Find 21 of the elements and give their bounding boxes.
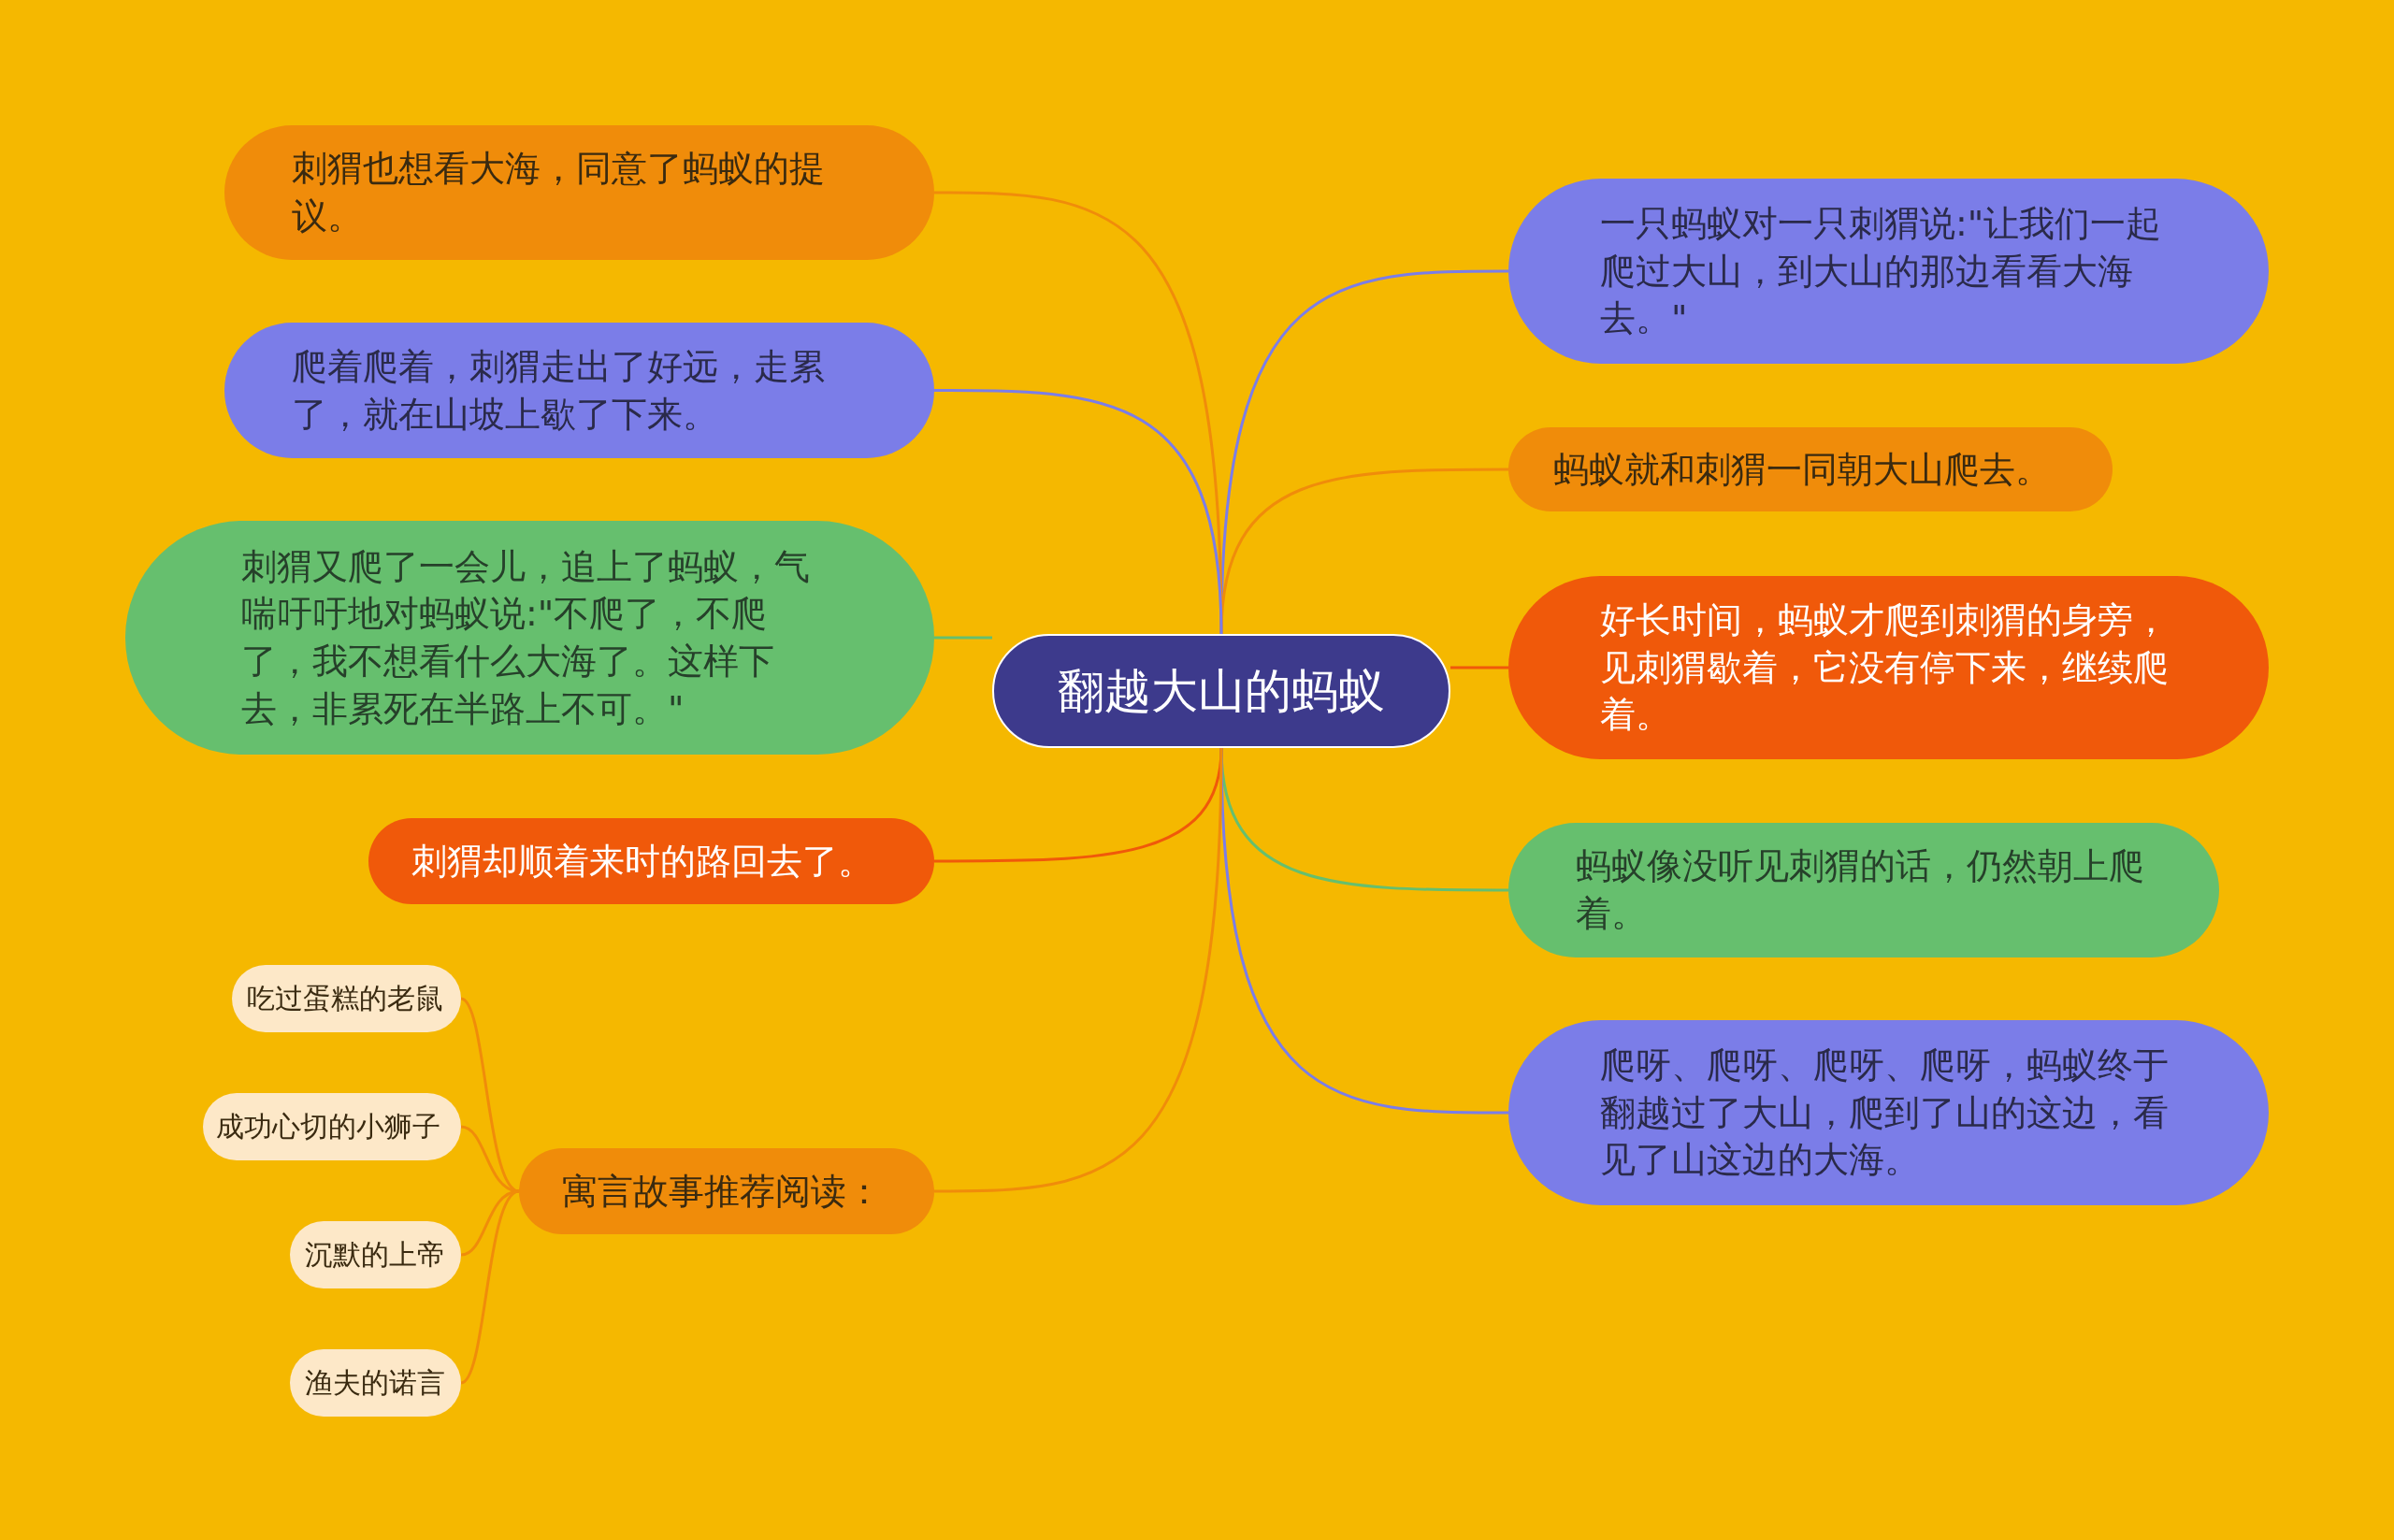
connector-line: [1450, 666, 1508, 669]
connector-line: [934, 389, 1223, 635]
connector-line: [1219, 747, 1508, 1115]
topic-text: 刺猬却顺着来时的路回去了。: [411, 839, 873, 884]
connector-line: [934, 747, 1223, 1193]
connector-line: [1219, 468, 1508, 635]
topic-text: 渔夫的诺言: [305, 1365, 445, 1402]
topic-text: 蚂蚁就和刺猬一同朝大山爬去。: [1553, 447, 2051, 492]
topic-text: 刺猬也想看大海，同意了蚂蚁的提议。: [292, 147, 826, 238]
topic-text: 蚂蚁像没听见刺猬的话，仍然朝上爬着。: [1576, 844, 2144, 936]
topic-text: 一只蚂蚁对一只刺猬说:"让我们一起爬过大山，到大山的那边看看大海去。": [1600, 202, 2163, 341]
topic-text: 成功心切的小狮子: [216, 1109, 440, 1145]
topic-text: 好长时间，蚂蚁才爬到刺猬的身旁，见刺猬歇着，它没有停下来，继续爬着。: [1600, 598, 2170, 738]
connector-line: [934, 636, 992, 640]
topic-text: 吃过蛋糕的老鼠: [247, 981, 443, 1017]
topic-text: 爬呀、爬呀、爬呀、爬呀，蚂蚁终于翻越过了大山，爬到了山的这边，看见了山这边的大海。: [1600, 1043, 2170, 1183]
topic-text: 寓言故事推荐阅读：: [562, 1169, 882, 1214]
topic-text: 爬着爬着，刺猬走出了好远，走累了，就在山坡上歇了下来。: [292, 344, 826, 437]
topic-text: 翻越大山的蚂蚁: [1058, 662, 1385, 720]
topic-text: 沉默的上帝: [305, 1237, 445, 1274]
topic-text: 刺猬又爬了一会儿，追上了蚂蚁，气喘吁吁地对蚂蚁说:"不爬了，不爬了，我不想看什么大海了。这样下去，非累死在半路上不可。": [241, 544, 811, 731]
